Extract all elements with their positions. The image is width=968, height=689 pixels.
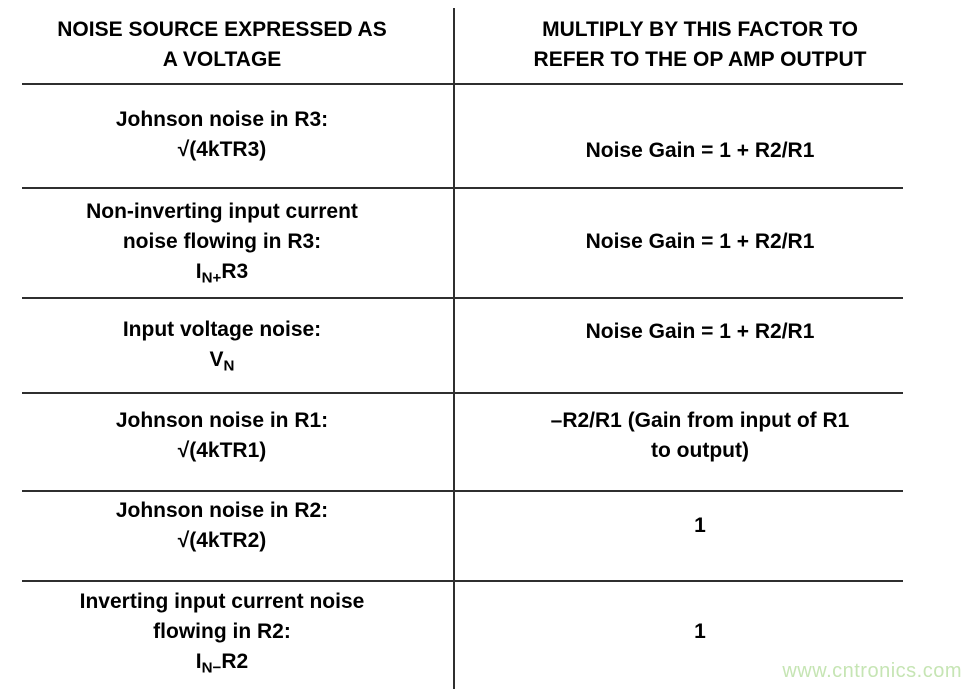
noise-source-cell-noninverting-current: Non-inverting input current noise flowin… <box>22 187 422 297</box>
noise-source-line: Johnson noise in R1: <box>115 409 329 432</box>
noise-source-line: Inverting input current noise <box>79 589 365 613</box>
factor-cell-r3-johnson: Noise Gain = 1 + R2/R1 <box>475 99 925 203</box>
noise-source-cell-r1-johnson: Johnson noise in R1: √(4kTR1) <box>22 387 422 485</box>
noise-formula: √(4kTR3) <box>177 138 267 161</box>
factor-cell-inverting-current: 1 <box>475 577 925 686</box>
row-divider-line <box>22 392 903 394</box>
noise-source-line: Non-inverting input current <box>86 200 358 223</box>
factor-line: Noise Gain = 1 + R2/R1 <box>585 230 815 253</box>
row-divider-line <box>22 580 903 582</box>
factor-line: Noise Gain = 1 + R2/R1 <box>585 319 815 343</box>
noise-formula: √(4kTR1) <box>177 439 267 462</box>
factor-line: to output) <box>651 439 749 462</box>
factor-line: 1 <box>694 514 706 537</box>
noise-source-line: Johnson noise in R2: <box>115 499 329 522</box>
noise-source-line: Input voltage noise: <box>122 317 322 341</box>
header-multiply-factor-line: MULTIPLY BY THIS FACTOR TO <box>542 17 858 41</box>
noise-source-line: noise flowing in R3: <box>122 230 322 253</box>
noise-formula: IN+R3 <box>195 260 249 287</box>
row-divider-line <box>22 490 903 492</box>
header-noise-source-line: A VOLTAGE <box>162 47 282 71</box>
factor-cell-noninverting-current: Noise Gain = 1 + R2/R1 <box>475 187 925 297</box>
factor-line: –R2/R1 (Gain from input of R1 <box>550 409 850 432</box>
factor-line: Noise Gain = 1 + R2/R1 <box>585 139 815 162</box>
factor-line: 1 <box>694 619 706 643</box>
watermark-text: www.cntronics.com <box>782 660 962 682</box>
noise-source-line: flowing in R2: <box>153 619 291 643</box>
header-noise-source: NOISE SOURCE EXPRESSED AS A VOLTAGE <box>22 3 422 86</box>
row-divider-line <box>22 297 903 299</box>
noise-source-cell-inverting-current: Inverting input current noise flowing in… <box>22 577 422 686</box>
row-divider-line <box>22 83 903 85</box>
noise-source-cell-r3-johnson: Johnson noise in R3: √(4kTR3) <box>22 83 422 187</box>
header-multiply-factor: MULTIPLY BY THIS FACTOR TO REFER TO THE … <box>475 3 925 86</box>
factor-cell-r1-johnson: –R2/R1 (Gain from input of R1 to output) <box>475 387 925 485</box>
noise-source-line: Johnson noise in R3: <box>115 108 329 131</box>
factor-cell-input-voltage: Noise Gain = 1 + R2/R1 <box>475 284 925 379</box>
noise-formula: IN−R2 <box>195 649 249 677</box>
noise-source-cell-input-voltage: Input voltage noise: VN <box>22 297 422 392</box>
header-multiply-factor-line: REFER TO THE OP AMP OUTPUT <box>533 47 867 71</box>
column-divider-line <box>453 8 455 689</box>
noise-source-cell-r2-johnson: Johnson noise in R2: √(4kTR2) <box>22 481 422 571</box>
factor-cell-r2-johnson: 1 <box>475 481 925 571</box>
noise-formula: VN <box>209 347 235 375</box>
row-divider-line <box>22 187 903 189</box>
noise-formula: √(4kTR2) <box>177 529 267 552</box>
header-noise-source-line: NOISE SOURCE EXPRESSED AS <box>57 17 387 41</box>
